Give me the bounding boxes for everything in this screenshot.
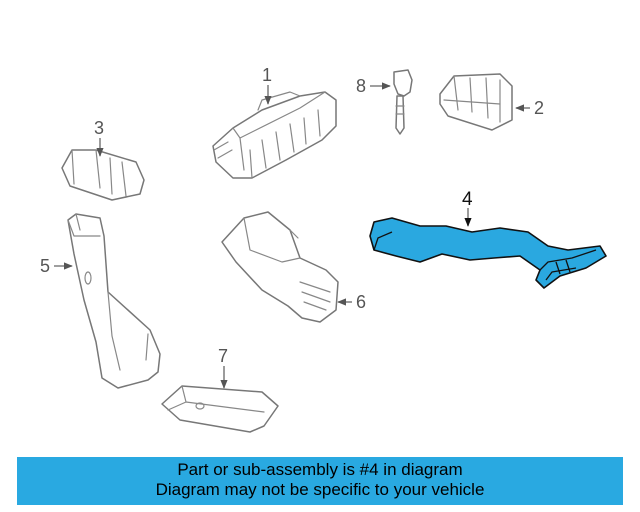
callout-8: 8 <box>356 76 366 96</box>
part-8-temperature-sensor[interactable] <box>393 69 413 135</box>
part-2-side-vent[interactable] <box>439 73 513 131</box>
info-banner: Part or sub-assembly is #4 in diagram Di… <box>17 457 623 505</box>
part-4-rear-duct-highlighted[interactable] <box>369 217 607 289</box>
banner-line-2: Diagram may not be specific to your vehi… <box>155 480 485 499</box>
callout-5: 5 <box>40 256 50 276</box>
part-1-center-vent[interactable] <box>212 91 337 179</box>
callout-6: 6 <box>356 292 366 312</box>
callout-2: 2 <box>534 98 544 118</box>
callout-7: 7 <box>218 346 228 366</box>
part-7-flat-duct[interactable] <box>161 385 279 433</box>
callout-1: 1 <box>262 65 272 85</box>
part-6-duct-with-vent[interactable] <box>221 211 339 323</box>
callout-3: 3 <box>94 118 104 138</box>
banner-line-1: Part or sub-assembly is #4 in diagram <box>177 460 463 479</box>
part-3-side-vent[interactable] <box>61 149 145 201</box>
parts-diagram: 1 8 2 3 5 6 <box>40 65 607 433</box>
callout-4: 4 <box>462 189 473 210</box>
part-5-vertical-duct[interactable] <box>67 213 161 389</box>
